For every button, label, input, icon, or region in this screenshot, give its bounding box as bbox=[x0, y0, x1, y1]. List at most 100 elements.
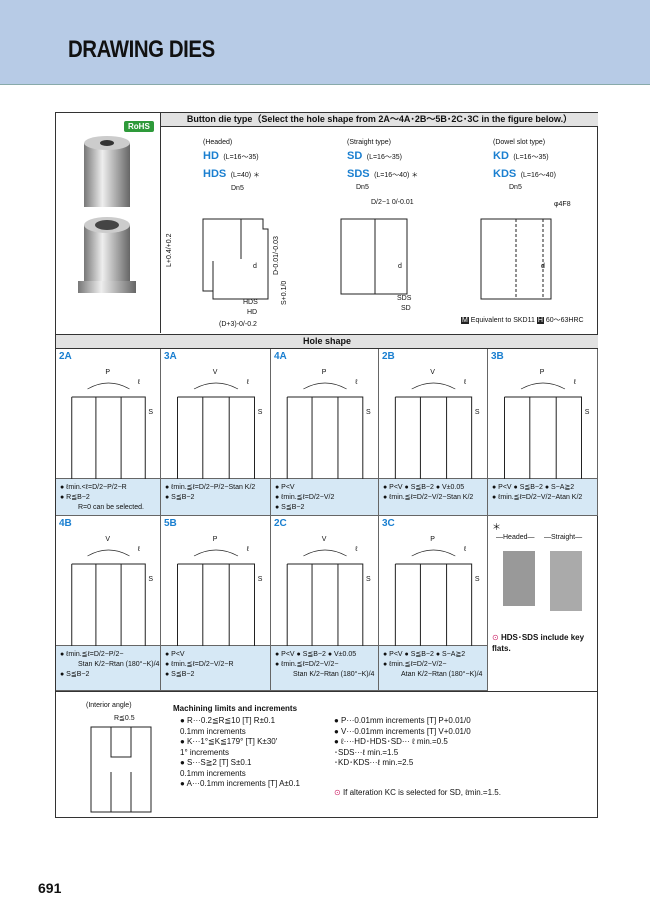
formula-line: ● ℓmin.≦ℓ=D/2−V/2 bbox=[275, 494, 335, 501]
material-note: M Equivalent to SKD11 H 60～63HRC bbox=[461, 317, 584, 324]
button-die-drawing bbox=[202, 218, 552, 300]
formula-line: Stan K/2−Rtan (180°−K)/4 bbox=[78, 661, 160, 668]
hole-shape-formula-4A: ● P<V ● ℓmin.≦ℓ=D/2−V/2 ● S≦B−2 bbox=[271, 479, 379, 516]
rohs-badge: RoHS bbox=[124, 121, 154, 132]
tip-icon: ⊙ bbox=[334, 788, 341, 797]
shape-label: 2B bbox=[382, 351, 395, 362]
formula-line: ● ℓmin.<ℓ=D/2−P/2−R bbox=[60, 484, 127, 491]
hole-shape-2A: 2A P ℓ S bbox=[56, 349, 161, 479]
page-title: DRAWING DIES bbox=[68, 36, 215, 63]
formula-line: ● P<V ● S≦B−2 ● V±0.05 bbox=[275, 651, 357, 658]
alteration-note: If alteration KC is selected for SD, ℓmi… bbox=[342, 788, 501, 797]
formula-line: ● P<V ● S≦B−2 ● S−A≧2 bbox=[383, 651, 466, 658]
machining-section: (Interior angle) R≦0.5 Machining limits … bbox=[56, 691, 598, 818]
code-kds: KDS bbox=[493, 168, 517, 180]
formula-line: ● ℓmin.≦ℓ=D/2−V/2− bbox=[383, 661, 447, 668]
button-die-drawings: (Headed) HD (L=16～35) HDS (L=40) ＊ (Stra… bbox=[161, 127, 598, 333]
hole-shape-formula-2B: ● P<V ● S≦B−2 ● V±0.05 ● ℓmin.≦ℓ=D/2−V/2−… bbox=[379, 479, 488, 516]
type-dowel: (Dowel slot type) KD (L=16～35) KDS (L=16… bbox=[493, 139, 556, 180]
hole-shape-drawing bbox=[394, 549, 473, 646]
code-sd: SD bbox=[347, 150, 363, 162]
hole-shape-3C: 3C P ℓ S bbox=[379, 516, 488, 646]
machining-item: ● ℓ····HD･HDS･SD··· ℓ min.=0.5 bbox=[334, 737, 448, 746]
hole-shape-formula-3B: ● P<V ● S≦B−2 ● S−A≧2 ● ℓmin.≦ℓ=D/2−V/2−A… bbox=[488, 479, 598, 516]
hole-shape-drawing bbox=[177, 549, 255, 646]
shape-label: 2A bbox=[59, 351, 72, 362]
machining-item: 0.1mm increments bbox=[180, 726, 246, 736]
formula-line: R=0 can be selected. bbox=[78, 504, 144, 511]
hole-shape-formula-2C: ● P<V ● S≦B−2 ● V±0.05 ● ℓmin.≦ℓ=D/2−V/2−… bbox=[271, 646, 379, 691]
hole-shape-formula-3A: ● ℓmin.≦ℓ=D/2−P/2−Stan K/2 ● S≦B−2 bbox=[161, 479, 271, 516]
formula-line: ● P<V ● S≦B−2 ● V±0.05 bbox=[383, 484, 465, 491]
machining-item: ･SDS···ℓ min.=1.5 bbox=[334, 747, 399, 757]
shape-label: 3A bbox=[164, 351, 177, 362]
s-dimension: S+0.1/0 bbox=[281, 280, 288, 305]
code-kd: KD bbox=[493, 150, 509, 162]
shape-label: 3C bbox=[382, 518, 395, 529]
hole-shape-formula-3C: ● P<V ● S≦B−2 ● S−A≧2 ● ℓmin.≦ℓ=D/2−V/2− A… bbox=[379, 646, 488, 691]
shape-label: 5B bbox=[164, 518, 177, 529]
page-number: 691 bbox=[38, 880, 62, 896]
formula-line: ● S≦B−2 bbox=[165, 494, 195, 501]
formula-line: Stan K/2−Rtan (180°−K)/4 bbox=[293, 671, 375, 678]
machining-item: ● P···0.01mm increments [T] P+0.01/0 bbox=[334, 716, 471, 725]
key-flat-photo bbox=[503, 551, 582, 611]
hole-shape-2B: 2B V ℓ S bbox=[379, 349, 488, 479]
formula-line: ● P<V bbox=[275, 484, 295, 491]
diameter-tolerance: D-0.01/-0.03 bbox=[273, 236, 280, 275]
formula-line: ● ℓmin.≦ℓ=D/2−V/2− bbox=[275, 661, 339, 668]
formula-line: ● S≦B−2 bbox=[165, 671, 195, 678]
type-straight: (Straight type) SD (L=16～35) SDS (L=16～4… bbox=[347, 139, 419, 180]
formula-line: ● ℓmin.≦ℓ=D/2−V/2−Stan K/2 bbox=[383, 494, 474, 501]
formula-line: ● P<V bbox=[165, 651, 185, 658]
button-die-title: Button die type（Select the hole shape fr… bbox=[161, 113, 598, 127]
shape-label: 2C bbox=[274, 518, 287, 529]
formula-line: Atan K/2−Rtan (180°−K)/4 bbox=[401, 671, 483, 678]
type-headed: (Headed) HD (L=16～35) HDS (L=40) ＊ bbox=[203, 139, 261, 180]
formula-line: ● S≦B−2 bbox=[275, 504, 305, 511]
hole-shape-drawing bbox=[177, 382, 255, 479]
hole-shape-title: Hole shape bbox=[56, 334, 598, 349]
hole-shape-5B: 5B P ℓ S bbox=[161, 516, 271, 646]
hole-shape-2C: 2C V ℓ S bbox=[271, 516, 379, 646]
machining-item: ● R···0.2≦R≦10 [T] R±0.1 bbox=[180, 716, 276, 725]
machining-item: 1° increments bbox=[180, 747, 229, 757]
interior-angle-drawing bbox=[90, 726, 152, 813]
shape-label: 4A bbox=[274, 351, 287, 362]
hole-shape-formula-5B: ● P<V ● ℓmin.≦ℓ=D/2−V/2−R ● S≦B−2 bbox=[161, 646, 271, 691]
formula-line: ● P<V ● S≦B−2 ● S−A≧2 bbox=[492, 484, 575, 491]
shape-label: 3B bbox=[491, 351, 504, 362]
machining-item: ● S···S≧2 [T] S±0.1 bbox=[180, 758, 252, 767]
formula-line: ● ℓmin.≦ℓ=D/2−V/2−Atan K/2 bbox=[492, 494, 583, 501]
page-header: DRAWING DIES bbox=[0, 0, 650, 85]
hole-shape-drawing bbox=[71, 382, 146, 479]
hole-shape-4B: 4B V ℓ S bbox=[56, 516, 161, 646]
formula-line: ● ℓmin.≦ℓ=D/2−P/2−Stan K/2 bbox=[165, 484, 256, 491]
hole-shape-drawing bbox=[71, 549, 146, 646]
machining-item: ● K···1°≦K≦179° [T] K±30′ bbox=[180, 737, 278, 746]
code-hds: HDS bbox=[203, 168, 227, 180]
machining-item: ･KD･KDS···ℓ min.=2.5 bbox=[334, 758, 414, 767]
code-sds: SDS bbox=[347, 168, 370, 180]
hole-shape-drawing bbox=[394, 382, 473, 479]
tip-icon: ⊙ bbox=[492, 633, 499, 642]
hole-shape-drawing bbox=[286, 549, 364, 646]
product-panel: RoHS Button die type（Select the hole sha… bbox=[55, 112, 598, 818]
key-flat-note: ＊ —Headed— —Straight— ⊙ HDS･SDS include … bbox=[488, 516, 598, 691]
product-photo-area: RoHS bbox=[56, 113, 161, 333]
formula-line: ● ℓmin.≦ℓ=D/2−V/2−R bbox=[165, 661, 234, 668]
hole-shape-4A: 4A P ℓ S bbox=[271, 349, 379, 479]
hole-shape-3B: 3B P ℓ S bbox=[488, 349, 598, 479]
hole-shape-drawing bbox=[504, 382, 582, 479]
formula-line: ● R≦B−2 bbox=[60, 494, 90, 501]
machining-item: ● A···0.1mm increments [T] A±0.1 bbox=[180, 779, 300, 788]
machining-item: 0.1mm increments bbox=[180, 768, 246, 778]
code-hd: HD bbox=[203, 150, 219, 162]
formula-line: ● ℓmin.≦ℓ=D/2−P/2− bbox=[60, 651, 124, 658]
shape-label: 4B bbox=[59, 518, 72, 529]
product-photo bbox=[78, 136, 136, 293]
hole-shape-3A: 3A V ℓ S bbox=[161, 349, 271, 479]
formula-line: ● S≦B−2 bbox=[60, 671, 90, 678]
hole-shape-drawing bbox=[286, 382, 364, 479]
